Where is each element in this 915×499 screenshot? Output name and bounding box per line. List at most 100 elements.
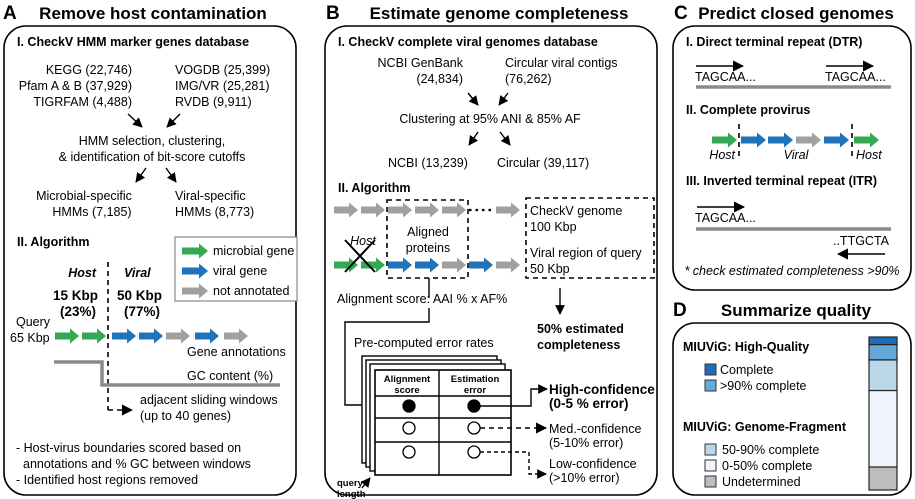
query-length-arrow [360,477,371,489]
arrow-icon [165,167,177,183]
note-3: - Identified host regions removed [16,473,198,487]
algorithm-heading-b: II. Algorithm [338,181,410,195]
arrow-icon [467,92,479,106]
provirus-heading: II. Complete provirus [686,103,810,117]
open-circle-icon [467,421,481,435]
col-header-alignment: Alignment [384,374,431,385]
sliding-windows-line1: adjacent sliding windows [140,393,278,407]
med-confidence-range: (5-10% error) [549,436,623,450]
open-circle-icon [467,445,481,459]
col-header-estimation: Estimation [451,374,500,385]
dtr-heading: I. Direct terminal repeat (DTR) [686,35,862,49]
reference-gene-arrow-icon [415,202,439,218]
not_annotated-gene-arrow-icon [796,132,821,148]
panel-a: A Remove host contamination I. CheckV HM… [3,3,298,496]
bar-segment-gt90 [868,344,898,361]
reference-gene-arrow-icon [442,202,466,218]
high-quality-heading: MIUViG: High-Quality [683,340,809,354]
arrow-icon [468,131,479,146]
host-label: Host [68,266,97,280]
reference-gene-arrow-icon [496,202,520,218]
itr-seq-reverse: ..TTGCTA [833,234,890,248]
host-percent: (23%) [60,304,96,319]
viral-hmms-line1: Viral-specific [175,189,246,203]
circular-contigs-label: Circular viral contigs [505,56,618,70]
circular-contigs-count: (76,262) [505,72,552,86]
microbial-gene-arrow-icon [854,132,879,148]
completeness-footnote: * check estimated completeness >90% [684,264,899,278]
db-tigrfam: TIGRFAM (4,488) [33,95,132,109]
dtr-seq-left: TAGCAA... [695,70,756,84]
hmm-process-line2: & identification of bit-score cutoffs [59,150,246,164]
panel-b-frame [324,25,658,496]
viral-gene-arrow-icon [415,257,439,273]
legend-swatch-gt90 [704,379,717,392]
viral-region-size: 50 Kbp [530,262,570,276]
alignment-score-label: Alignment score: AAI % x AF% [337,292,507,306]
legend-gt90: >90% complete [720,379,807,393]
not_annotated-gene-arrow-icon [166,328,190,344]
removed-cross-icon [344,239,376,273]
arrow-icon [135,167,147,183]
viral-gene-arrow-icon [195,328,219,344]
bar-segment-undetermined [868,466,898,491]
microbial-gene-arrow-icon [361,257,385,273]
legend-undetermined: Undetermined [722,475,801,489]
complete-genomes-heading: I. CheckV complete viral genomes databas… [338,35,598,49]
arrow-icon [127,113,143,128]
itr-heading: III. Inverted terminal repeat (ITR) [686,174,877,188]
open-circle-icon [402,445,416,459]
legend-viral-gene: viral gene [213,264,267,278]
sliding-windows-line2: (up to 40 genes) [140,409,231,423]
ncbi-cluster-count: NCBI (13,239) [388,156,468,170]
viral-gene-arrow-icon [768,132,793,148]
checkv-genome-size: 100 Kbp [530,220,577,234]
error-rates-label: Pre-computed error rates [354,336,494,350]
note-2: annotations and % GC between windows [23,457,251,471]
aligned-proteins-line1: Aligned [407,225,449,239]
arrow-icon [166,113,181,128]
query-label: Query [16,315,51,329]
viral-gene-arrow-icon [469,257,493,273]
aligned-proteins-line2: proteins [406,241,450,255]
not_annotated-gene-arrow-icon [442,257,466,273]
not-annotated-arrow-icon [182,283,208,299]
gene-annotations-label: Gene annotations [187,345,286,359]
reference-gene-arrow-icon [361,202,385,218]
viral-hmms-line2: HMMs (8,773) [175,205,254,219]
filled-circle-icon [467,399,481,413]
reference-gene-arrow-icon [334,202,358,218]
provirus-host-right: Host [856,148,882,162]
legend-not-annotated: not annotated [213,284,290,298]
db-kegg: KEGG (22,746) [46,63,132,77]
panel-d-frame [672,322,912,496]
panel-letter-c: C [674,3,688,24]
query-length-line1: query [337,478,364,489]
error-rate-table [374,369,512,476]
db-imgvr: IMG/VR (25,281) [175,79,269,93]
high-confidence-arrow [480,384,548,407]
microbial-gene-arrow-icon [55,328,79,344]
viral-region-label: Viral region of query [530,246,642,260]
clustering-label: Clustering at 95% ANI & 85% AF [399,112,581,126]
itr-seq-forward: TAGCAA... [695,211,756,225]
panel-c: C Predict closed genomes I. Direct termi… [672,3,912,291]
panel-b: B Estimate genome completeness I. CheckV… [324,3,658,499]
bar-segment-0-50 [868,389,898,468]
col-header-score: score [394,385,419,396]
high-confidence-range: (0-5 % error) [549,396,629,411]
viral-size: 50 Kbp [117,288,162,303]
db-pfam: Pfam A & B (37,929) [19,79,132,93]
panel-c-title: Predict closed genomes [698,4,894,23]
microbial-gene-arrow-icon [334,257,358,273]
viral-gene-arrow-icon [824,132,849,148]
db-rvdb: RVDB (9,911) [175,95,252,109]
arrow-icon [498,92,509,106]
low-confidence-label: Low-confidence [549,457,637,471]
aligned-proteins-box [386,199,469,279]
viral-gene-arrow-icon [139,328,163,344]
low-confidence-range: (>10% error) [549,471,620,485]
panel-letter-b: B [326,3,340,24]
gc-content-label: GC content (%) [187,369,273,383]
quality-stacked-bar [868,336,898,491]
